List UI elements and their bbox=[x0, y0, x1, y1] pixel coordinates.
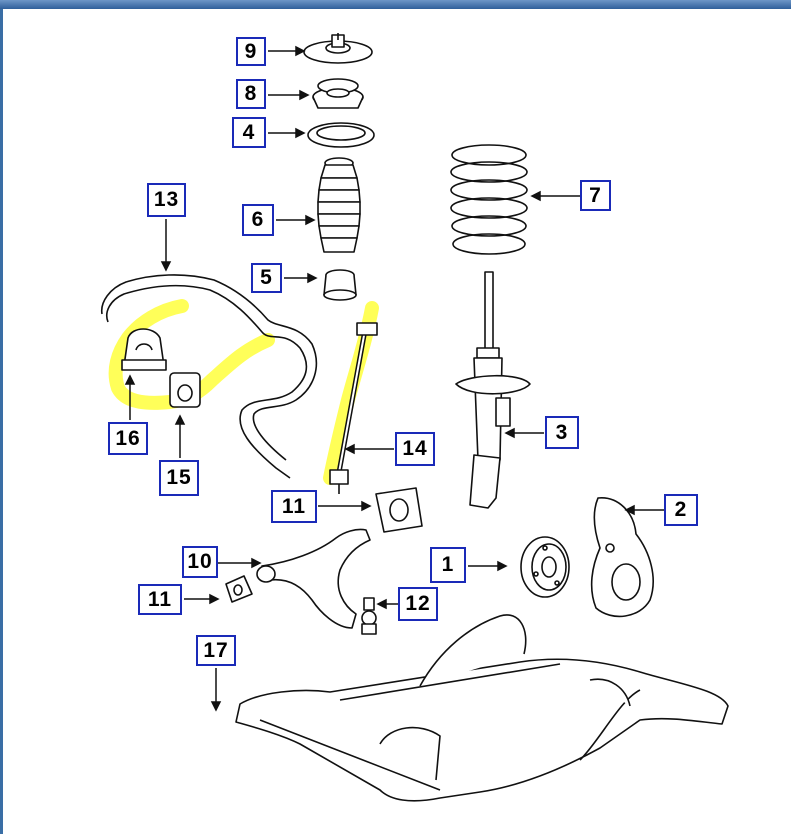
upper-mount-icon bbox=[303, 33, 373, 64]
steering-knuckle-icon bbox=[590, 497, 654, 618]
callout-7[interactable]: 7 bbox=[580, 180, 611, 211]
callout-6[interactable]: 6 bbox=[242, 204, 274, 236]
stabilizer-bar-icon bbox=[101, 274, 318, 479]
spring-seat-icon bbox=[307, 122, 375, 148]
hub-bearing-icon bbox=[520, 536, 570, 598]
callout-5[interactable]: 5 bbox=[251, 263, 282, 293]
callout-11-arm[interactable]: 11 bbox=[138, 584, 182, 615]
callout-12[interactable]: 12 bbox=[398, 587, 438, 621]
strut-icon bbox=[455, 271, 531, 509]
callout-1[interactable]: 1 bbox=[430, 547, 466, 583]
callout-9[interactable]: 9 bbox=[236, 37, 266, 66]
stabilizer-link-icon bbox=[329, 322, 378, 494]
lower-control-arm-icon bbox=[256, 528, 371, 629]
ball-joint-icon bbox=[361, 597, 377, 635]
callout-3[interactable]: 3 bbox=[545, 416, 579, 449]
bushing-bracket-icon bbox=[121, 328, 167, 371]
stabilizer-bushing-icon bbox=[169, 372, 201, 408]
callout-15[interactable]: 15 bbox=[159, 460, 199, 496]
leader-lines bbox=[124, 45, 664, 712]
callout-16[interactable]: 16 bbox=[108, 422, 148, 455]
coil-spring-icon bbox=[450, 144, 528, 255]
callout-11-link[interactable]: 11 bbox=[271, 490, 317, 523]
crossmember-icon bbox=[235, 614, 729, 802]
callout-8[interactable]: 8 bbox=[236, 79, 266, 109]
window-frame-left bbox=[0, 9, 3, 834]
callout-2[interactable]: 2 bbox=[664, 494, 698, 526]
callout-14[interactable]: 14 bbox=[395, 432, 435, 466]
dust-boot-icon bbox=[317, 157, 361, 253]
callout-17[interactable]: 17 bbox=[196, 635, 236, 666]
bump-stop-icon bbox=[323, 269, 357, 301]
title-bar bbox=[0, 0, 791, 9]
bushing-left-icon bbox=[225, 575, 253, 603]
bushing-right-icon bbox=[375, 487, 423, 533]
strut-bearing-icon bbox=[312, 78, 364, 109]
callout-4[interactable]: 4 bbox=[232, 117, 266, 148]
callout-10[interactable]: 10 bbox=[182, 546, 218, 578]
callout-13[interactable]: 13 bbox=[147, 183, 186, 217]
